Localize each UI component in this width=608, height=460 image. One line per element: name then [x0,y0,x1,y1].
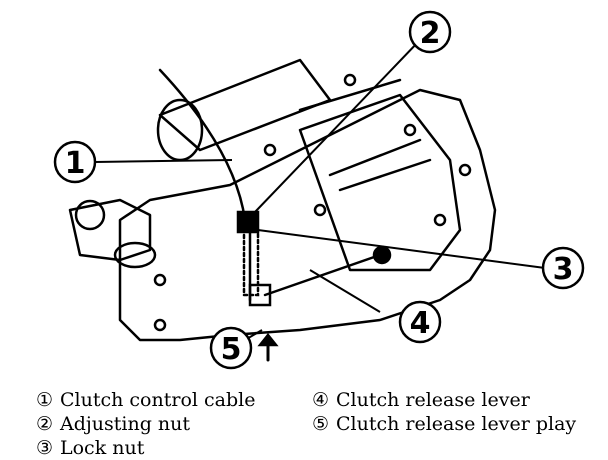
adjusting-nut [236,210,260,234]
starter-motor [158,58,332,152]
clutch-release-lever [263,253,382,297]
svg-text:4: 4 [410,306,431,341]
callout-3: 3 [541,246,585,290]
clutch-control-cable [158,68,247,222]
legend-item-2: ② Adjusting nut [36,412,255,436]
crankcase-outline [118,88,497,342]
legend-item-1: ① Clutch control cable [36,388,255,412]
legend-text: Clutch release lever [336,389,530,411]
callout-4: 4 [398,300,442,344]
lock-nut [372,245,392,265]
legend-mark: ④ [312,389,330,411]
legend-mark: ② [36,413,54,435]
legend-text: Clutch release lever play [336,413,577,435]
legend-column-right: ④ Clutch release lever ⑤ Clutch release le… [312,388,576,436]
legend-item-3: ③ Lock nut [36,436,255,460]
legend-column-left: ① Clutch control cable ② Adjusting nut ③ Lo… [36,388,255,460]
legend-mark: ③ [36,437,54,459]
shift-pivot [74,199,106,231]
callout-5: 5 [209,326,253,370]
shift-housing [68,198,152,262]
legend-item-4: ④ Clutch release lever [312,388,576,412]
starter-motor-end [156,98,204,162]
legend-mark: ① [36,389,54,411]
legend-mark: ⑤ [312,413,330,435]
svg-text:3: 3 [553,252,574,287]
legend-text: Adjusting nut [60,413,191,435]
callout-1: 1 [53,140,97,184]
svg-text:1: 1 [65,146,86,181]
svg-text:2: 2 [420,16,441,51]
legend-text: Clutch control cable [60,389,256,411]
legend-text: Lock nut [60,437,145,459]
callout-2: 2 [408,10,452,54]
engine-clutch-diagram: 1 2 3 4 5 [53,10,585,370]
diagram-legend: ① Clutch control cable ② Adjusting nut ③ Lo… [0,380,608,460]
transmission-cover [298,93,462,272]
svg-text:5: 5 [221,332,242,367]
oil-filler-cap [113,241,157,269]
legend-item-5: ⑤ Clutch release lever play [312,412,576,436]
